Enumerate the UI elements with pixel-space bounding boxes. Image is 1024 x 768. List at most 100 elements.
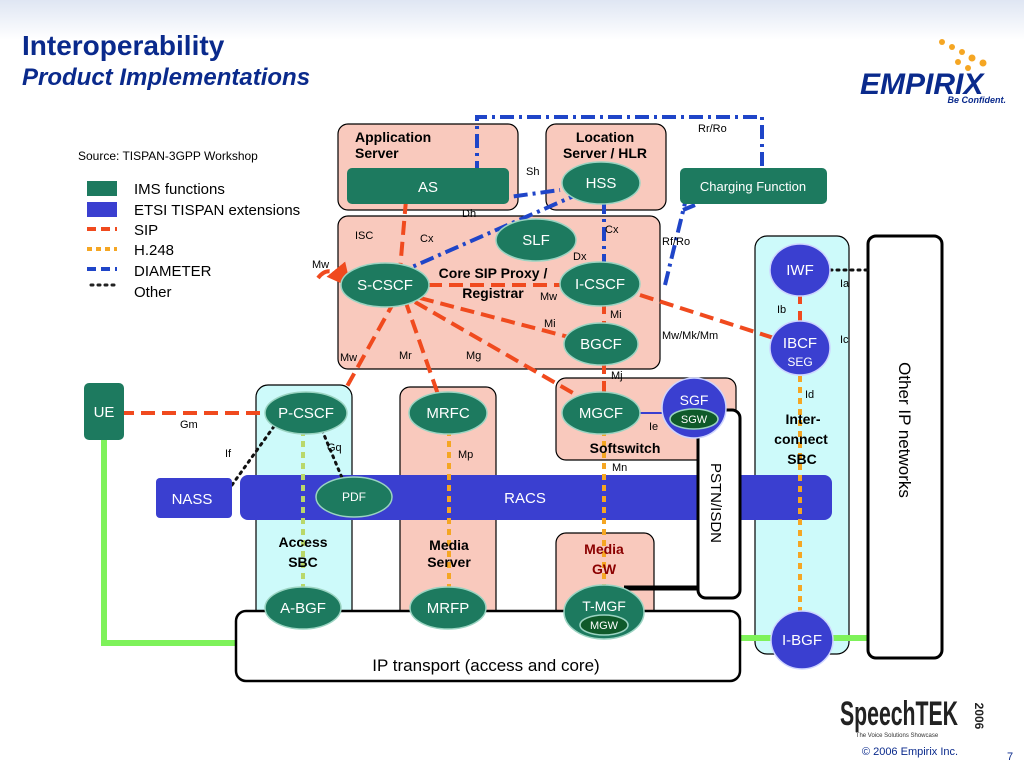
media-gw-label-1: Media [584,541,624,557]
iface-ie: Ie [649,421,658,433]
legend-swatch-tispan [87,202,117,217]
node-charging-function[interactable] [680,168,827,204]
iface-dh: Dh [462,208,476,220]
access-transport-line [101,440,240,646]
node-bgcf[interactable] [563,322,639,366]
iface-dx: Dx [573,251,587,263]
iface-ia: Ia [840,278,850,290]
node-pdf[interactable] [315,476,393,518]
interconnect-sbc-label-3: SBC [787,451,817,467]
node-nass[interactable] [156,478,232,518]
iface-gm: Gm [180,419,198,431]
node-pdf-label: PDF [342,490,366,504]
node-i-cscf[interactable] [559,261,641,307]
node-a-bgf[interactable] [264,586,342,630]
node-mgw[interactable] [579,614,629,636]
logo-dots-icon [939,39,987,71]
slide-subtitle: Product Implementations [22,64,311,91]
slide-title: Interoperability [22,30,225,61]
logo-brand: EMPIRIX [860,68,985,101]
iface-cx-1: Cx [420,233,434,245]
ip-transport-label: IP transport (access and core) [372,656,599,675]
iface-mw-2: Mw [540,291,557,303]
iface-gq: Gq [327,442,342,454]
speechtek-logo: SpeechTEK 2006 The Voice Solutions Showc… [840,695,986,739]
h248-links [447,365,802,625]
node-i-bgf[interactable] [770,610,834,670]
node-a-bgf-label: A-BGF [280,600,326,617]
speechtek-logo-main: SpeechTEK [840,695,958,733]
iface-ic: Ic [840,334,849,346]
node-sgw[interactable] [669,408,719,430]
pstn-label: PSTN/ISDN [707,463,724,543]
node-mrfc-label: MRFC [426,405,469,422]
node-ibcf-label: IBCF [783,335,817,352]
interconnect-sbc-label-1: Inter- [786,411,821,427]
legend-label-other: Other [134,284,172,301]
media-server-label-2: Server [427,554,471,570]
node-s-cscf-label: S-CSCF [357,277,413,294]
node-mrfp-label: MRFP [427,600,470,617]
media-server-label-1: Media [429,537,469,553]
legend-label-tispan: ETSI TISPAN extensions [134,202,300,219]
location-server-label-2: Server / HLR [563,145,647,161]
node-hss[interactable] [561,161,641,205]
node-mgcf[interactable] [561,391,641,435]
node-mrfc[interactable] [408,391,488,435]
node-bgcf-label: BGCF [580,336,622,353]
node-as[interactable] [347,168,509,204]
node-sgw-label: SGW [681,414,708,426]
iface-mi-2: Mi [610,309,622,321]
node-i-bgf-label: I-BGF [782,632,822,649]
other-ip-networks-box [866,234,944,660]
page-number: 7 [1007,751,1013,763]
node-iwf-label: IWF [786,262,814,279]
legend-label-diameter: DIAMETER [134,263,212,280]
node-mgw-label: MGW [590,620,619,632]
location-server-label-1: Location [576,129,634,145]
iface-mi-1: Mi [544,318,556,330]
node-slf-label: SLF [522,232,550,249]
node-ue[interactable] [84,383,124,440]
node-s-cscf[interactable] [340,262,430,308]
legend-label-ims: IMS functions [134,181,225,198]
node-t-mgf-label: T-MGF [582,598,626,614]
iface-if: If [225,448,232,460]
iface-rf-ro: Rf/Ro [662,236,690,248]
core-proxy-label-2: Registrar [462,285,524,301]
iface-rr-ro: Rr/Ro [698,123,727,135]
iface-sh: Sh [526,166,539,178]
node-i-cscf-label: I-CSCF [575,276,625,293]
legend: IMS functions ETSI TISPAN extensions SIP… [87,181,300,301]
node-seg-label: SEG [787,355,812,369]
source-note: Source: TISPAN-3GPP Workshop [78,149,258,163]
speechtek-logo-tagline: The Voice Solutions Showcase [856,733,939,739]
node-iwf[interactable] [769,243,831,297]
node-p-cscf-label: P-CSCF [278,405,334,422]
node-hss-label: HSS [586,175,617,192]
iface-mj: Mj [611,370,623,382]
header-band [0,0,1024,40]
racs-band [240,475,832,520]
speechtek-logo-year: 2006 [972,703,986,730]
legend-label-h248: H.248 [134,242,174,259]
interconnect-sbc-label-2: connect [774,431,828,447]
logo-tagline: Be Confident. [948,95,1007,105]
node-mgcf-label: MGCF [579,405,623,422]
iface-mp: Mp [458,449,473,461]
other-ip-networks-label: Other IP networks [895,362,914,498]
node-as-label: AS [418,179,438,196]
node-charging-label: Charging Function [700,179,806,194]
node-ue-label: UE [94,404,115,421]
other-links [230,268,872,487]
node-slf[interactable] [495,218,577,262]
node-p-cscf[interactable] [264,391,348,435]
iface-mw-mk-mm: Mw/Mk/Mm [662,330,718,342]
sip-links [120,199,802,415]
legend-label-sip: SIP [134,222,158,239]
iface-mn: Mn [612,462,627,474]
node-mrfp[interactable] [409,586,487,630]
node-ibcf[interactable] [769,320,831,376]
iface-ib: Ib [777,304,786,316]
